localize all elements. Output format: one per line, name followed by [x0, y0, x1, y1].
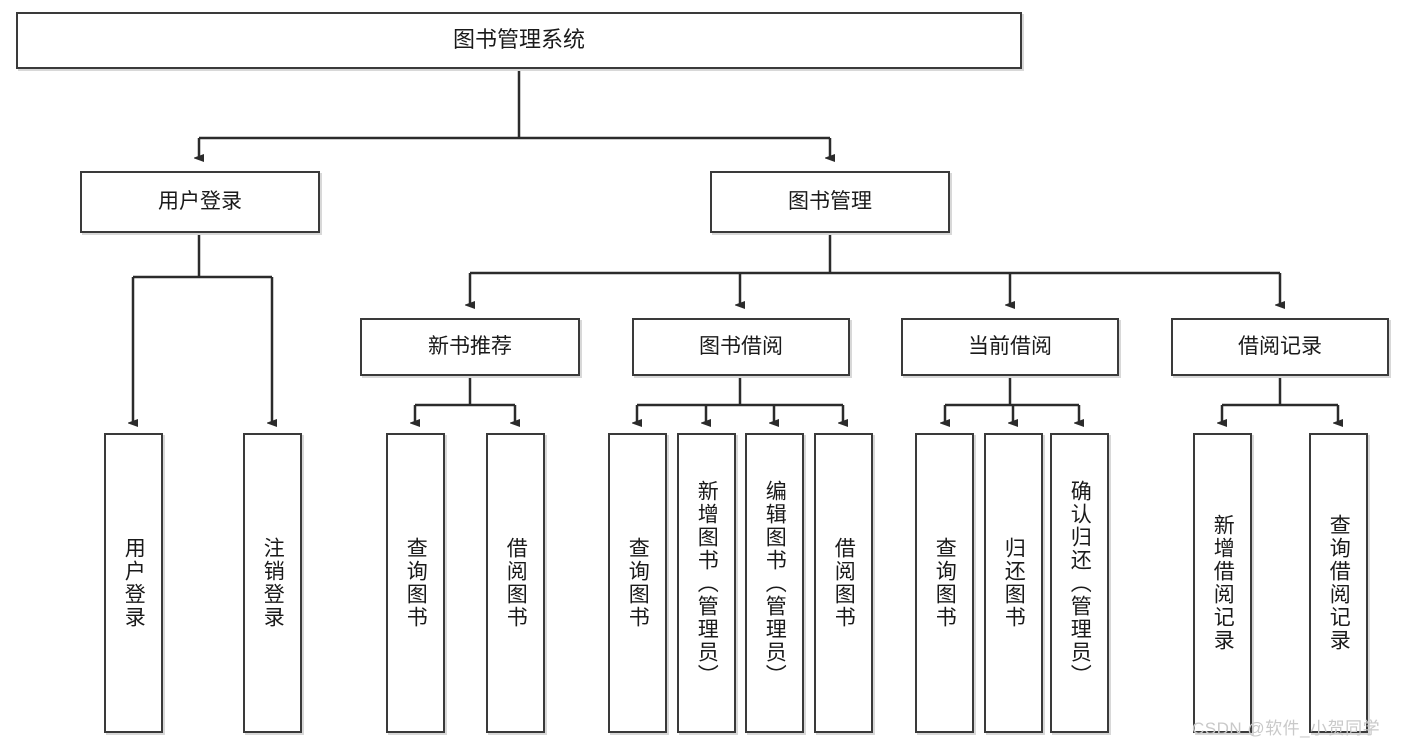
- node-borrow-record[interactable]: 借阅记录: [1171, 318, 1389, 376]
- node-label: 图书管理系统: [452, 27, 585, 53]
- node-book-borrow[interactable]: 图书借阅: [632, 318, 850, 376]
- node-new-book-recommend[interactable]: 新书推荐: [360, 318, 580, 376]
- node-root-book-management-system[interactable]: 图书管理系统: [16, 12, 1022, 69]
- node-user-login[interactable]: 用户登录: [80, 171, 320, 233]
- node-label: 查询图书: [626, 537, 650, 629]
- node-label: 新增图书（管理员）: [695, 479, 719, 687]
- node-label: 借阅图书: [832, 537, 856, 629]
- leaf-current-borrow-confirm-return[interactable]: 确认归还（管理员）: [1050, 433, 1109, 733]
- leaf-current-borrow-return[interactable]: 归还图书: [984, 433, 1043, 733]
- csdn-watermark: CSDN @软件_小贺同学: [1192, 719, 1381, 738]
- leaf-new-book-query[interactable]: 查询图书: [386, 433, 445, 733]
- leaf-user-login-logout[interactable]: 注销登录: [243, 433, 302, 733]
- leaf-user-login-login[interactable]: 用户登录: [104, 433, 163, 733]
- node-label: 确认归还（管理员）: [1068, 479, 1092, 687]
- leaf-current-borrow-query[interactable]: 查询图书: [915, 433, 974, 733]
- leaf-book-borrow-edit[interactable]: 编辑图书（管理员）: [745, 433, 804, 733]
- node-label: 查询借阅记录: [1327, 514, 1351, 652]
- leaf-borrow-record-add[interactable]: 新增借阅记录: [1193, 433, 1252, 733]
- node-book-management[interactable]: 图书管理: [710, 171, 950, 233]
- node-label: 查询图书: [933, 537, 957, 629]
- node-label: 图书借阅: [699, 335, 783, 359]
- node-current-borrow[interactable]: 当前借阅: [901, 318, 1119, 376]
- node-label: 编辑图书（管理员）: [763, 479, 787, 687]
- node-label: 用户登录: [158, 190, 242, 214]
- leaf-new-book-borrow[interactable]: 借阅图书: [486, 433, 545, 733]
- node-label: 查询图书: [404, 537, 428, 629]
- node-label: 归还图书: [1002, 537, 1026, 629]
- node-label: 注销登录: [261, 537, 285, 629]
- node-label: 图书管理: [788, 190, 872, 214]
- node-label: 新书推荐: [428, 335, 512, 359]
- leaf-book-borrow-borrow[interactable]: 借阅图书: [814, 433, 873, 733]
- node-label: 借阅记录: [1238, 335, 1322, 359]
- leaf-borrow-record-query[interactable]: 查询借阅记录: [1309, 433, 1368, 733]
- node-label: 借阅图书: [504, 537, 528, 629]
- node-label: 新增借阅记录: [1211, 514, 1235, 652]
- node-label: 用户登录: [122, 537, 146, 629]
- leaf-book-borrow-add[interactable]: 新增图书（管理员）: [677, 433, 736, 733]
- leaf-book-borrow-query[interactable]: 查询图书: [608, 433, 667, 733]
- node-label: 当前借阅: [968, 335, 1052, 359]
